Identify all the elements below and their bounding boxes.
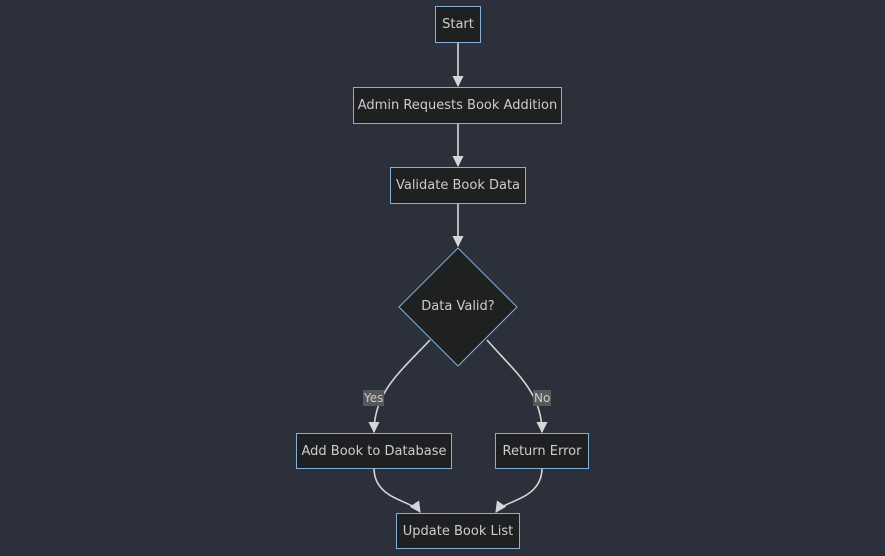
node-admin-request: Admin Requests Book Addition [353,87,562,124]
decision-diamond [398,247,518,367]
node-add-book-to-database: Add Book to Database [296,433,452,469]
node-return-error: Return Error [495,433,589,469]
edge-add-book-to-update-list [373,467,421,513]
edge-decision-no-to-return-error [486,339,548,434]
node-validate-book-data: Validate Book Data [390,167,526,204]
node-data-valid-decision: Data Valid? [421,298,495,314]
edge-label-yes: Yes [363,390,385,406]
node-start: Start [435,6,481,43]
edge-return-error-to-update-list [495,467,543,513]
node-update-book-list: Update Book List [396,513,520,549]
edge-decision-yes-to-add-book [368,339,431,434]
edge-label-no: No [533,390,552,406]
